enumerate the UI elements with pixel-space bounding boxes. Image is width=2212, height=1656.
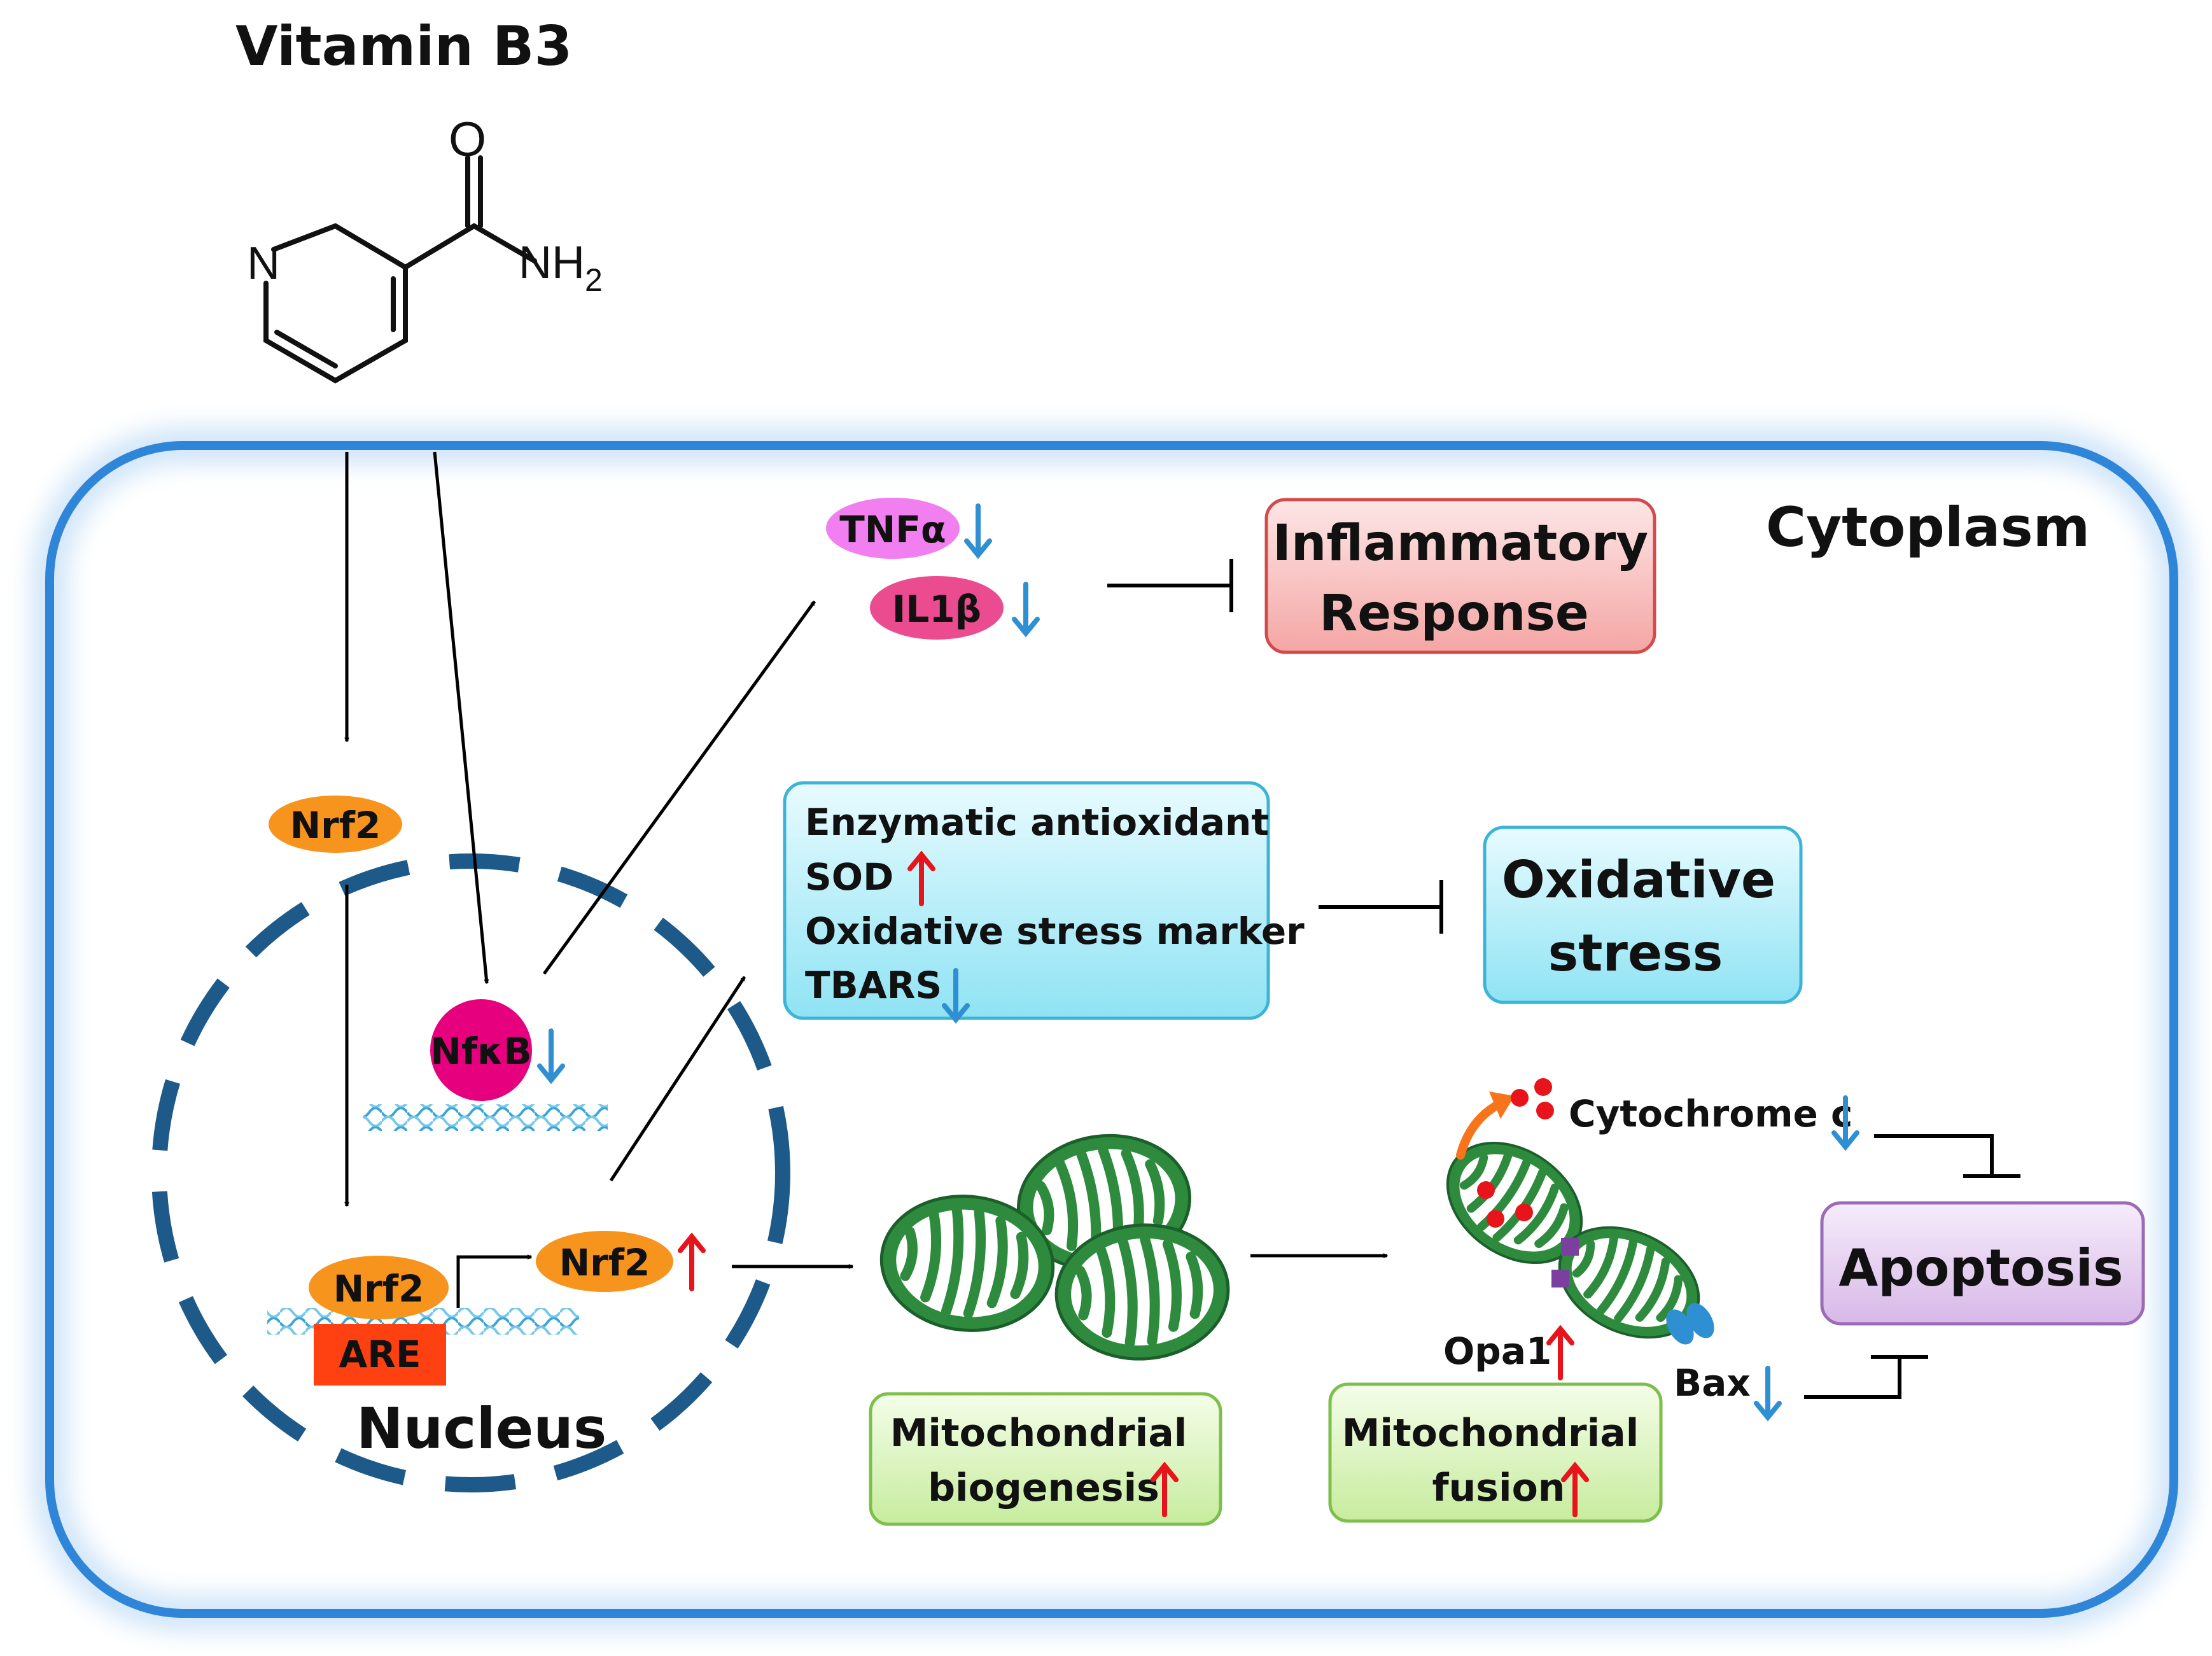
fusing-mitochondria (1425, 1118, 1720, 1359)
down-arrow-icon (964, 503, 992, 559)
mito-biogenesis-line1: Mitochondrial (890, 1411, 1187, 1456)
atom-oxygen: O (449, 113, 486, 167)
opa1-label: Opa1 (1443, 1330, 1551, 1373)
atom-nitrogen: N (247, 238, 280, 289)
inflammatory-response-line2: Response (1319, 585, 1589, 642)
cytoplasm-label: Cytoplasm (1766, 496, 2090, 559)
release-arrow-icon (1456, 1100, 1503, 1160)
il1b-molecule (870, 576, 1004, 640)
are-label: ARE (339, 1333, 421, 1376)
inhibition-bar-icon (1804, 1355, 1928, 1399)
nicotinamide-structure (263, 155, 537, 384)
nucleus-envelope (151, 853, 790, 1492)
apoptosis-box (1820, 1201, 2145, 1326)
up-arrow-icon (1151, 1461, 1179, 1517)
arrow-to-nfkb (433, 451, 487, 983)
tnfa-label: TNFα (839, 508, 946, 551)
nrf2-released-label: Nrf2 (559, 1241, 650, 1284)
mito-biogenesis-box (869, 1392, 1222, 1526)
nrf2-cytoplasm-label: Nrf2 (290, 804, 381, 847)
down-arrow-icon (1012, 582, 1040, 638)
page-title: Vitamin B3 (235, 15, 572, 78)
mito-fusion-box (1328, 1382, 1663, 1523)
up-arrow-icon (678, 1232, 706, 1291)
inhibition-bar-icon (1107, 559, 1233, 612)
inhibition-bar-icon (1874, 1134, 2020, 1178)
enzymatic-antioxidant-label: Enzymatic antioxidant (805, 801, 1269, 844)
arrow-nrf2-to-antioxidant (609, 977, 746, 1182)
tbars-label: TBARS (805, 964, 942, 1007)
tnfa-molecule (826, 498, 960, 559)
inhibition-bar-icon (1319, 880, 1443, 934)
mito-fusion-line1: Mitochondrial (1342, 1411, 1639, 1456)
nrf2-released (536, 1231, 673, 1292)
cytochrome-c-label: Cytochrome c (1569, 1092, 1852, 1135)
oxidative-stress-marker-label: Oxidative stress marker (805, 909, 1305, 953)
cytochrome-c-particles (1511, 1078, 1554, 1119)
bax-label: Bax (1674, 1361, 1751, 1405)
inflammatory-response-line1: Inflammatory (1273, 515, 1648, 572)
nucleus-label: Nucleus (356, 1396, 606, 1461)
nfkb-label: NfκB (430, 1030, 531, 1073)
down-arrow-icon (1754, 1366, 1782, 1422)
transcription-arrow (456, 1257, 531, 1308)
arrow-nfkb-to-cytokines (542, 601, 816, 975)
oxidative-stress-line2: stress (1548, 923, 1723, 983)
nrf2-cytoplasm (269, 796, 402, 853)
oxidative-stress-box (1483, 825, 1803, 1004)
nrf2-bound (309, 1256, 449, 1319)
dna-helix-icon (363, 1104, 608, 1131)
inflammatory-response-box (1264, 498, 1656, 654)
oxidative-stress-line1: Oxidative (1502, 850, 1775, 909)
down-arrow-icon (537, 1028, 565, 1084)
are-element (314, 1324, 446, 1386)
sod-label: SOD (805, 855, 893, 899)
up-arrow-icon (1546, 1324, 1574, 1380)
down-arrow-icon (1831, 1095, 1859, 1151)
down-arrow-icon (942, 968, 970, 1024)
apoptosis-label: Apoptosis (1838, 1238, 2123, 1298)
up-arrow-icon (907, 850, 935, 906)
nfkb-complex (430, 999, 532, 1101)
mito-fusion-line2: fusion (1432, 1466, 1565, 1510)
cell-membrane (31, 426, 2193, 1632)
nrf2-bound-label: Nrf2 (333, 1267, 424, 1310)
mito-biogenesis-line2: biogenesis (928, 1466, 1159, 1510)
antioxidant-markers-box (783, 781, 1270, 1020)
atom-amine: NH2 (519, 237, 603, 298)
il1b-label: IL1β (892, 587, 981, 631)
up-arrow-icon (1561, 1461, 1589, 1517)
